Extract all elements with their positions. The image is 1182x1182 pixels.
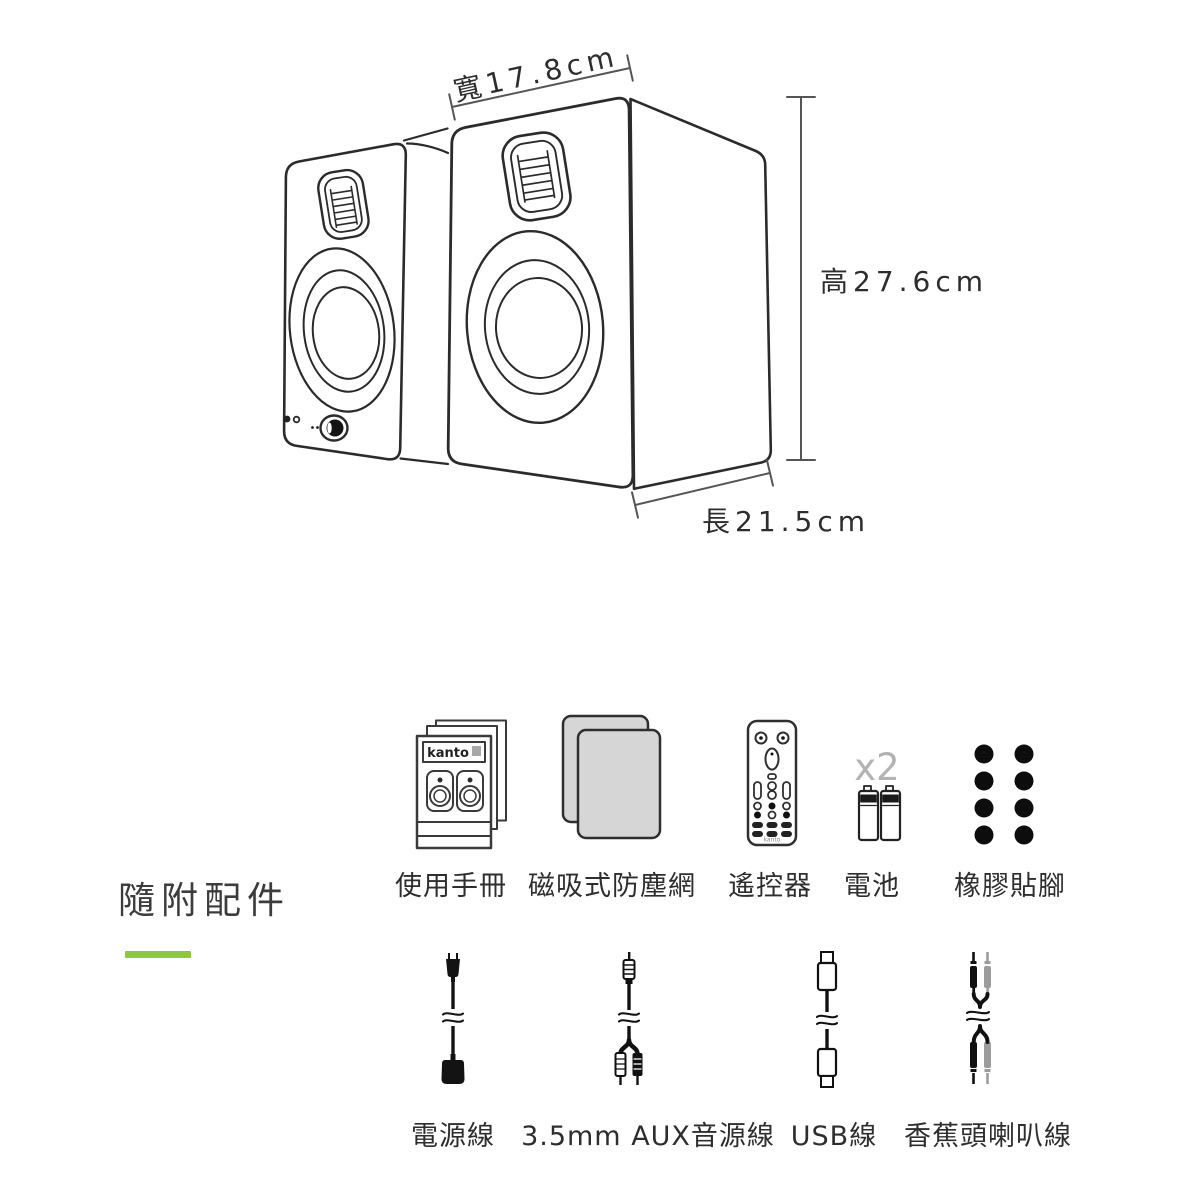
length-dimension-label: 長21.5cm — [702, 505, 870, 538]
accessory-label-rubber-feet: 橡膠貼腳 — [954, 871, 1066, 902]
usb-cable-icon — [816, 951, 838, 1088]
right-speaker-woofer — [465, 229, 605, 425]
cable-break-mark — [966, 1010, 990, 1022]
banana-speaker-wire-icon — [966, 952, 991, 1084]
accessory-label-banana-wire: 香蕉頭喇叭線 — [904, 1121, 1072, 1152]
cable-break-mark — [816, 1014, 838, 1026]
cable-break-mark — [442, 1012, 464, 1023]
accessories-section-title: 隨附配件 — [118, 879, 290, 922]
battery-quantity: x2 — [854, 746, 899, 789]
height-dimension-label: 高27.6cm — [820, 265, 988, 298]
manual-speaker-art — [426, 770, 484, 812]
left-speaker-top-edge — [402, 127, 449, 142]
left-speaker-front-controls — [283, 414, 349, 442]
status-led-icon — [283, 415, 291, 423]
accessory-label-usb-cable: USB線 — [790, 1121, 878, 1152]
right-speaker-tweeter — [501, 131, 572, 222]
length-dimension: 長21.5cm — [631, 459, 870, 538]
dust-cover-icon — [561, 714, 662, 840]
height-dimension: 高27.6cm — [786, 96, 988, 461]
left-speaker-woofer — [288, 247, 396, 413]
left-speaker-cabinet — [282, 142, 408, 461]
manual-logo-mark — [472, 746, 481, 756]
green-accent-rule — [125, 951, 191, 958]
accessory-label-battery: 電池 — [844, 871, 900, 902]
user-manual-icon: kanto — [415, 719, 507, 850]
accessory-label-manual: 使用手冊 — [395, 871, 507, 902]
left-speaker-tweeter — [317, 168, 370, 240]
accessory-label-aux-cable: 3.5mm AUX音源線 — [521, 1121, 775, 1152]
rubber-feet-icon — [974, 744, 1034, 845]
manual-brand-logo: kanto — [427, 746, 469, 761]
battery-pair-icon: x2 — [854, 746, 902, 842]
accessory-label-power-cable: 電源線 — [411, 1121, 495, 1152]
volume-knob — [319, 414, 349, 442]
left-speaker-side-top-edge — [405, 142, 450, 155]
speakers-dimension-diagram: 寬17.8cm 高27.6cm 長21.5cm — [282, 40, 988, 538]
remote-brand-logo: kanto — [764, 837, 781, 844]
width-dimension-label: 寬17.8cm — [450, 40, 621, 108]
right-speaker-side-panel — [629, 97, 773, 491]
right-speaker — [446, 96, 773, 491]
left-speaker-side-bottom-edge — [399, 457, 450, 466]
aux-cable-icon — [614, 952, 643, 1085]
ir-sensor-icon — [292, 415, 301, 424]
right-speaker-front-panel — [446, 96, 635, 489]
cable-break-mark — [618, 1012, 640, 1023]
power-cable-icon — [441, 953, 465, 1084]
accessory-label-dust-cover: 磁吸式防塵網 — [528, 871, 696, 902]
accessory-label-remote: 遙控器 — [728, 871, 812, 902]
left-speaker — [282, 127, 450, 466]
remote-control-icon: kanto — [746, 719, 798, 847]
